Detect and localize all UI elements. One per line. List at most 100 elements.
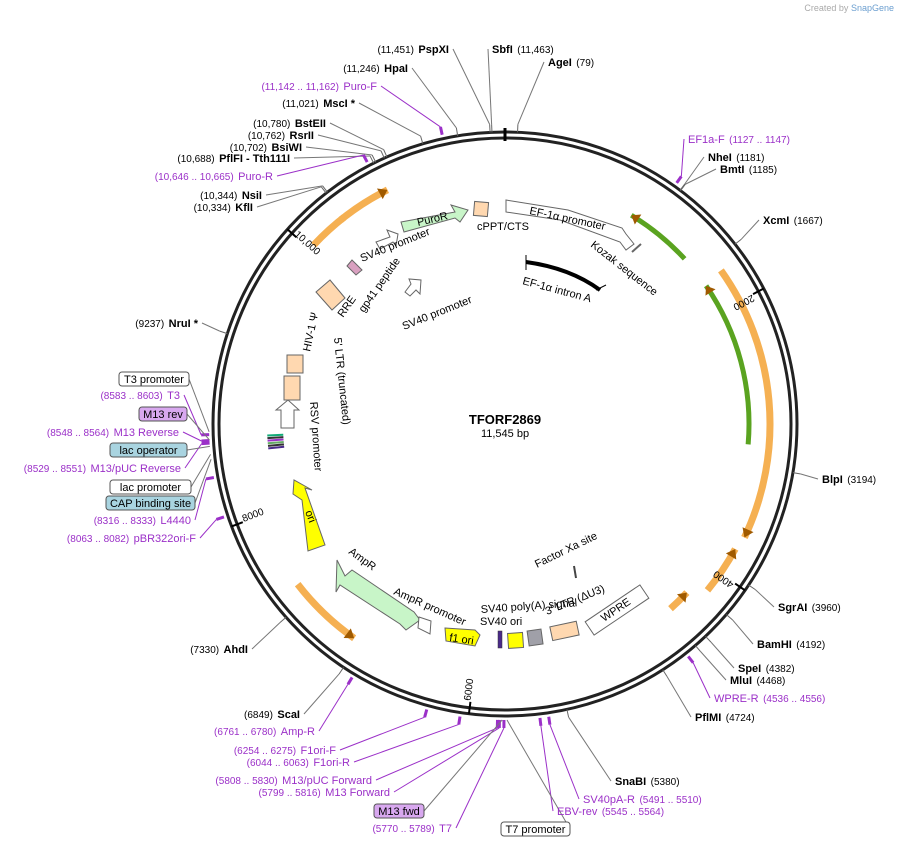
arc-puror-region[interactable] (311, 186, 390, 248)
leader-snabi (568, 716, 612, 782)
primer-t7[interactable]: (5770 .. 5789) T7 (372, 819, 452, 836)
hiv-psi-box[interactable] (286, 354, 304, 374)
primer-t3[interactable]: (8583 .. 8603) T3 (100, 386, 180, 403)
primer-m13-reverse[interactable]: (8548 .. 8564) M13 Reverse (47, 423, 179, 440)
primer-leader-wpre-r (692, 662, 711, 699)
ltr3-box[interactable] (549, 620, 580, 642)
primer-name-m13-forward: M13 Forward (325, 787, 390, 799)
gp41-box[interactable] (346, 259, 363, 276)
f1-ori-arrow[interactable] (444, 627, 481, 647)
primer-mark-ef1a-f (675, 175, 683, 184)
enzyme-blpi[interactable]: BlpI (3194) (822, 470, 876, 487)
enzyme-pspxi[interactable]: (11,451) PspXI (377, 40, 449, 57)
arc-orf-right[interactable] (718, 268, 774, 540)
enzyme-spei[interactable]: SpeI (4382) (738, 659, 795, 676)
enzyme-ahdi[interactable]: (7330) AhdI (190, 640, 248, 657)
primer-m13-puc-reverse[interactable]: (8529 .. 8551) M13/pUC Reverse (24, 459, 181, 476)
site-spei (705, 635, 712, 643)
box-t7-promoter[interactable] (500, 821, 571, 837)
arc-ef1a-intron[interactable] (704, 284, 752, 445)
enzyme-name-msci: MscI * (323, 98, 356, 110)
leader-bsiwi (305, 146, 373, 156)
enzyme-hpai[interactable]: (11,246) HpaI (343, 59, 408, 76)
enzyme-rsrii[interactable]: (10,762) RsrII (248, 126, 314, 143)
primer-amp-r[interactable]: (6761 .. 6780) Amp-R (214, 722, 315, 739)
primer-ef1a-f[interactable]: EF1a-F (1127 .. 1147) (688, 130, 790, 147)
primer-leader-amp-r (318, 684, 349, 732)
enzyme-pflmi[interactable]: PflMI (4724) (695, 708, 755, 725)
enzyme-mlui[interactable]: MluI (4468) (730, 671, 785, 688)
primer-pos-m13-puc-reverse: (8529 .. 8551) (24, 464, 86, 475)
primer-m13-puc-forward[interactable]: (5808 .. 5830) M13/pUC Forward (215, 771, 372, 788)
enzyme-sbfi[interactable]: SbfI (11,463) (492, 40, 554, 57)
primer-ebv-rev[interactable]: EBV-rev (5545 .. 5564) (557, 802, 664, 819)
primer-leader-ebv-rev (540, 725, 554, 812)
site-rsrii (380, 150, 385, 159)
primer-m13-forward[interactable]: (5799 .. 5816) M13 Forward (258, 783, 390, 800)
box-m13-fwd[interactable] (373, 803, 425, 819)
box-cap-binding-site[interactable] (105, 495, 196, 511)
enzyme-sgrai[interactable]: SgrAI (3960) (778, 598, 841, 615)
primer-mark-ebv-rev (538, 717, 543, 727)
enzyme-scai[interactable]: (6849) ScaI (244, 705, 300, 722)
box-label-t7-promoter: T7 promoter (506, 824, 566, 836)
enzyme-nrui[interactable]: (9237) NruI * (135, 314, 198, 331)
box-t3-promoter[interactable] (118, 371, 190, 387)
enzyme-bsiwi[interactable]: (10,702) BsiWI (230, 138, 302, 155)
primer-mark-amp-r (346, 676, 354, 686)
enzyme-snabi[interactable]: SnaBI (5380) (615, 772, 680, 789)
sv40-polya-box[interactable] (506, 631, 525, 650)
rsv-ltr-box[interactable] (283, 375, 301, 401)
tick-4000 (734, 582, 746, 592)
enzyme-nhei[interactable]: NheI (1181) (708, 148, 764, 165)
leader-agei (517, 61, 545, 125)
primer-f1ori-r[interactable]: (6044 .. 6063) F1ori-R (247, 753, 350, 770)
leader-pflmi (666, 676, 692, 718)
enzyme-bsteii[interactable]: (10,780) BstEII (253, 114, 326, 131)
sv40-promoter-1-arrow[interactable] (375, 229, 399, 250)
site-nsii (322, 185, 328, 193)
box-m13-rev[interactable] (138, 406, 188, 422)
enzyme-nsii[interactable]: (10,344) NsiI (200, 186, 262, 203)
ampr-promoter-arrow[interactable] (417, 616, 432, 635)
enzyme-pos-mlui: (4468) (756, 676, 785, 687)
rsv-promoter-arrow[interactable] (274, 399, 301, 429)
enzyme-name-sgrai: SgrAI (778, 602, 807, 614)
enzyme-pos-pflmi: (4724) (726, 713, 755, 724)
primer-puro-f[interactable]: (11,142 .. 11,162) Puro-F (261, 77, 377, 94)
enzyme-name-pflfi: PflFI - Tth111I (219, 153, 290, 165)
arc-short-upper-left[interactable] (338, 214, 347, 223)
ampr-arrow[interactable] (335, 559, 421, 631)
primer-pbr322ori-f[interactable]: (8063 .. 8082) pBR322ori-F (67, 529, 196, 546)
ori-arrow[interactable] (292, 479, 326, 552)
leader-spei (710, 641, 735, 669)
puror-arrow[interactable] (400, 204, 469, 233)
enzyme-bamhi[interactable]: BamHI (4192) (757, 635, 825, 652)
enzyme-msci[interactable]: (11,021) MscI * (282, 94, 355, 111)
enzyme-kfli[interactable]: (10,334) KflI (194, 198, 253, 215)
enzyme-agei[interactable]: AgeI (79) (548, 53, 594, 70)
enzyme-pos-msci: (11,021) (282, 99, 319, 110)
primer-pos-m13-puc-forward: (5808 .. 5830) (215, 776, 277, 787)
box-lac-promoter[interactable] (109, 479, 192, 495)
enzyme-name-spei: SpeI (738, 663, 761, 675)
factor-xa-label: Factor Xa site (533, 530, 599, 571)
arc-ef1a-promoter[interactable] (630, 213, 687, 261)
primer-puro-r[interactable]: (10,646 .. 10,665) Puro-R (155, 167, 273, 184)
cppt-box[interactable] (472, 200, 490, 218)
box-lac-operator[interactable] (109, 442, 188, 458)
primer-wpre-r[interactable]: WPRE-R (4536 .. 4556) (714, 689, 825, 706)
primer-name-puro-r: Puro-R (238, 171, 273, 183)
sv40-ori-box[interactable] (497, 630, 503, 649)
enzyme-xcmi[interactable]: XcmI (1667) (763, 211, 823, 228)
ef1a-promoter-arrow[interactable] (505, 199, 635, 251)
enzyme-bmti[interactable]: BmtI (1185) (720, 160, 777, 177)
primer-f1ori-f[interactable]: (6254 .. 6275) F1ori-F (234, 741, 336, 758)
primer-sv40pa-r[interactable]: SV40pA-R (5491 .. 5510) (583, 790, 702, 807)
primer-l4440[interactable]: (8316 .. 8333) L4440 (94, 511, 191, 528)
sv40-promoter-2-arrow[interactable] (404, 278, 422, 297)
enzyme-pflfi[interactable]: (10,688) PflFI - Tth111I (177, 149, 290, 166)
ampr-label: AmpR (346, 546, 378, 574)
rre-box[interactable] (315, 279, 346, 311)
wpre-box[interactable] (584, 584, 650, 636)
